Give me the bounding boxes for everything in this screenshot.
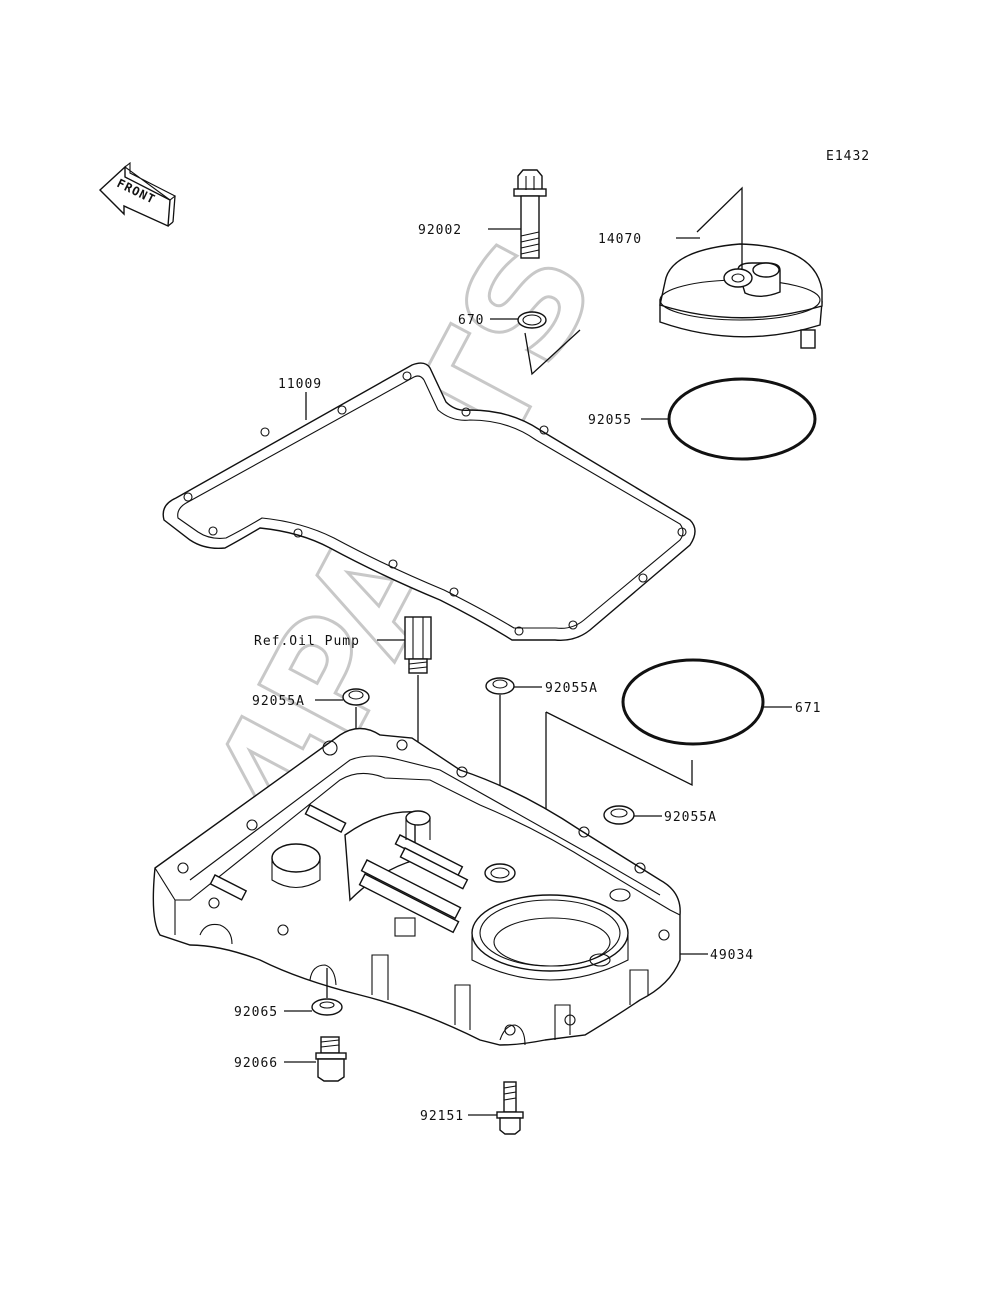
o-ring-92055 xyxy=(667,377,817,461)
front-arrow-icon: FRONT xyxy=(98,161,177,228)
callout-92151: 92151 xyxy=(420,1109,464,1124)
callout-92066: 92066 xyxy=(234,1056,278,1071)
bolt-92151 xyxy=(496,1081,524,1135)
diagram-code: E1432 xyxy=(826,149,870,164)
washer-670 xyxy=(517,311,547,329)
oil-pan-49034 xyxy=(152,727,681,1046)
drain-plug-92066 xyxy=(315,1036,347,1082)
o-ring-671 xyxy=(621,658,765,746)
callout-11009: 11009 xyxy=(278,377,322,392)
washer-92055A-center xyxy=(485,677,515,695)
callout-ref-oil-pump: Ref.Oil Pump xyxy=(254,634,360,649)
callout-671: 671 xyxy=(795,701,821,716)
callout-92055A-left: 92055A xyxy=(252,694,305,709)
cover-14070 xyxy=(659,243,823,349)
bolt-92002 xyxy=(513,169,547,259)
callout-92065: 92065 xyxy=(234,1005,278,1020)
callout-92055: 92055 xyxy=(588,413,632,428)
callout-92002: 92002 xyxy=(418,223,462,238)
callout-92055A-right: 92055A xyxy=(664,810,717,825)
callout-49034: 49034 xyxy=(710,948,754,963)
washer-92065 xyxy=(311,998,343,1016)
callout-14070: 14070 xyxy=(598,232,642,247)
callout-92055A-center: 92055A xyxy=(545,681,598,696)
gasket-11009 xyxy=(162,362,696,641)
oil-pump-fitting xyxy=(404,616,432,674)
callout-670: 670 xyxy=(458,313,484,328)
washer-92055A-right xyxy=(603,805,635,825)
